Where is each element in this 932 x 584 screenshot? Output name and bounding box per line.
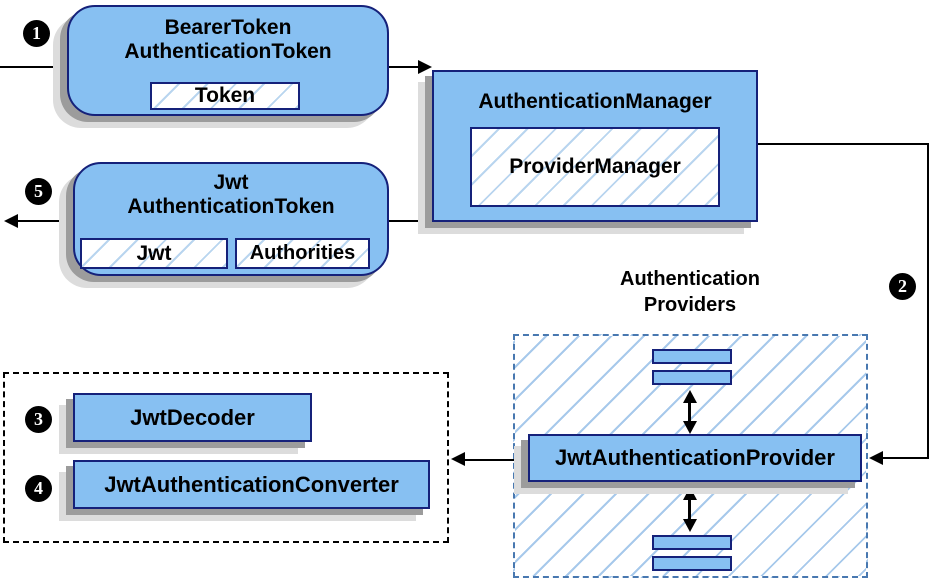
double-arrow-bottom-line (688, 498, 691, 520)
step-3-badge: 3 (25, 406, 52, 433)
arrowhead-down-icon (683, 519, 697, 532)
arrowhead-left-icon (869, 451, 883, 465)
step-5-badge: 5 (25, 178, 52, 205)
double-arrow-top-line (688, 401, 691, 423)
arrowhead-up-icon (683, 390, 697, 403)
provider-placeholder-bar (652, 535, 732, 550)
arrowhead-right-icon (418, 60, 432, 74)
jwt-field: Jwt (80, 238, 228, 269)
bearer-token-authentication-token-node: BearerToken AuthenticationToken Token (67, 5, 389, 116)
group-label-line: Providers (643, 294, 737, 316)
arrowhead-up-icon (683, 487, 697, 500)
node-title-line: BearerToken (164, 16, 292, 39)
provider-manager-field: ProviderManager (470, 127, 720, 207)
elbow-bottom-line (883, 457, 929, 459)
step-1-badge: 1 (23, 20, 50, 47)
authentication-providers-label: Authentication Providers (555, 266, 825, 318)
node-title-line: AuthenticationToken (124, 40, 332, 63)
step-2-badge: 2 (889, 273, 916, 300)
authorities-field: Authorities (235, 238, 370, 269)
arrowhead-down-icon (683, 421, 697, 434)
step-4-badge: 4 (25, 475, 52, 502)
node-title: AuthenticationManager (478, 90, 712, 113)
provider-placeholder-bar (652, 370, 732, 385)
jwt-authentication-converter-node: JwtAuthenticationConverter (73, 460, 430, 509)
token-field: Token (150, 82, 300, 110)
node-title-line: Jwt (213, 171, 249, 194)
provider-placeholder-bar (652, 556, 732, 571)
jwt-decoder-node: JwtDecoder (73, 393, 312, 442)
provider-placeholder-bar (652, 349, 732, 364)
outgoing-result-line (16, 220, 73, 222)
elbow-top-line (758, 143, 929, 145)
elbow-vertical-line (927, 143, 929, 459)
incoming-request-line (0, 66, 67, 68)
jwt-authentication-provider-node: JwtAuthenticationProvider (528, 434, 862, 482)
manager-to-jwt-token-line (387, 220, 432, 222)
node-title-line: AuthenticationToken (127, 195, 335, 218)
provider-to-decoder-line (464, 459, 528, 461)
arrowhead-left-icon (4, 214, 18, 228)
authentication-manager-node: AuthenticationManager ProviderManager (432, 70, 758, 222)
bearer-to-manager-line (387, 66, 420, 68)
group-label-line: Authentication (620, 268, 760, 290)
jwt-authentication-token-node: Jwt AuthenticationToken Jwt Authorities (73, 162, 389, 276)
arrowhead-left-icon (451, 452, 465, 466)
